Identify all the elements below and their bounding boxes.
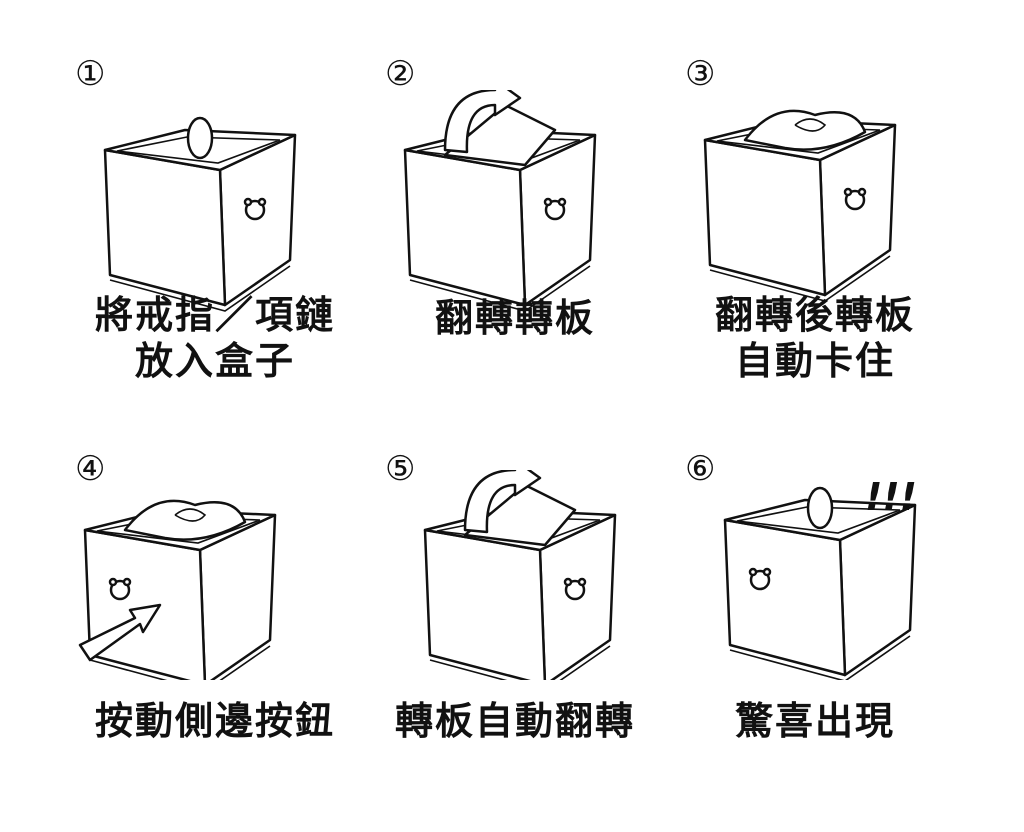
step-caption-line-1: 按動側邊按鈕 xyxy=(94,699,335,743)
box-opening xyxy=(116,136,281,164)
step-number: ⑤ xyxy=(385,449,416,489)
flip-arrow-icon xyxy=(463,470,542,534)
press-arrow-icon xyxy=(78,603,162,662)
step-caption-line-1: 將戒指／項鏈 xyxy=(94,293,335,337)
step-5: ⑤ 轉板自動翻轉 xyxy=(365,450,665,770)
box-front-face xyxy=(403,148,527,307)
exclamation-marks: !!! xyxy=(865,475,917,519)
ring-icon xyxy=(806,486,834,530)
step-3: ③ 翻轉後轉板 自動卡住 xyxy=(665,55,965,395)
box-base xyxy=(729,635,911,680)
box-base xyxy=(109,265,291,312)
turn-plate xyxy=(443,103,557,167)
bear-ear-icon xyxy=(857,187,867,197)
turn-plate xyxy=(463,483,577,547)
step-number: ③ xyxy=(685,54,716,94)
box-illustration xyxy=(78,499,277,680)
step-4: ④ 按動側邊按鈕 xyxy=(65,450,365,770)
box-base xyxy=(709,255,891,302)
box-illustration xyxy=(423,470,617,680)
step-6: ⑥ !!! 驚喜出現 xyxy=(665,450,965,770)
bear-ear-icon xyxy=(557,197,567,207)
flip-arrow-icon xyxy=(443,90,522,154)
box-front-face xyxy=(83,528,207,680)
step-number: ① xyxy=(75,54,106,94)
step-number: ⑥ xyxy=(685,449,716,489)
bear-ear-icon xyxy=(543,197,553,207)
step-caption-line-1: 翻轉轉板 xyxy=(434,296,595,340)
step-number: ④ xyxy=(75,449,106,489)
box-illustration xyxy=(723,486,917,680)
step-caption-line-1: 驚喜出現 xyxy=(734,699,895,743)
box-illustration xyxy=(403,90,597,312)
box-front-face xyxy=(423,528,547,680)
bear-ear-icon xyxy=(243,197,253,207)
box-front-face xyxy=(703,138,827,297)
ring-icon xyxy=(186,116,214,160)
bear-ear-icon xyxy=(843,187,853,197)
bear-button-icon xyxy=(749,569,771,591)
rose-petal xyxy=(794,118,827,132)
step-caption-line-2: 放入盒子 xyxy=(134,339,295,383)
box-base xyxy=(409,265,591,312)
bear-ear-icon xyxy=(577,577,587,587)
box-opening xyxy=(736,506,901,534)
box-illustration xyxy=(703,109,897,302)
bear-button-icon xyxy=(544,199,566,221)
bear-button-icon xyxy=(844,189,866,211)
bear-button-icon xyxy=(109,579,131,601)
step-number: ② xyxy=(385,54,416,94)
box-illustration xyxy=(103,116,297,312)
bear-button-icon xyxy=(564,579,586,601)
box-front-face xyxy=(103,148,227,307)
bear-ear-icon xyxy=(762,567,772,577)
box-front-face xyxy=(723,518,847,677)
bear-button-icon xyxy=(244,199,266,221)
bear-ear-icon xyxy=(748,567,758,577)
step-caption-line-1: 翻轉後轉板 xyxy=(714,293,915,337)
box-base xyxy=(89,645,271,680)
step-2: ② 翻轉轉板 xyxy=(365,55,665,395)
step-caption-line-2: 自動卡住 xyxy=(734,339,895,383)
bear-ear-icon xyxy=(108,577,118,587)
box-base xyxy=(429,645,611,680)
bear-ear-icon xyxy=(563,577,573,587)
bear-ear-icon xyxy=(257,197,267,207)
bear-ear-icon xyxy=(122,577,132,587)
step-caption-line-1: 轉板自動翻轉 xyxy=(394,699,635,743)
step-1: ① 將戒指／項鏈 放入盒子 xyxy=(65,55,365,395)
rose-petal xyxy=(174,508,207,522)
